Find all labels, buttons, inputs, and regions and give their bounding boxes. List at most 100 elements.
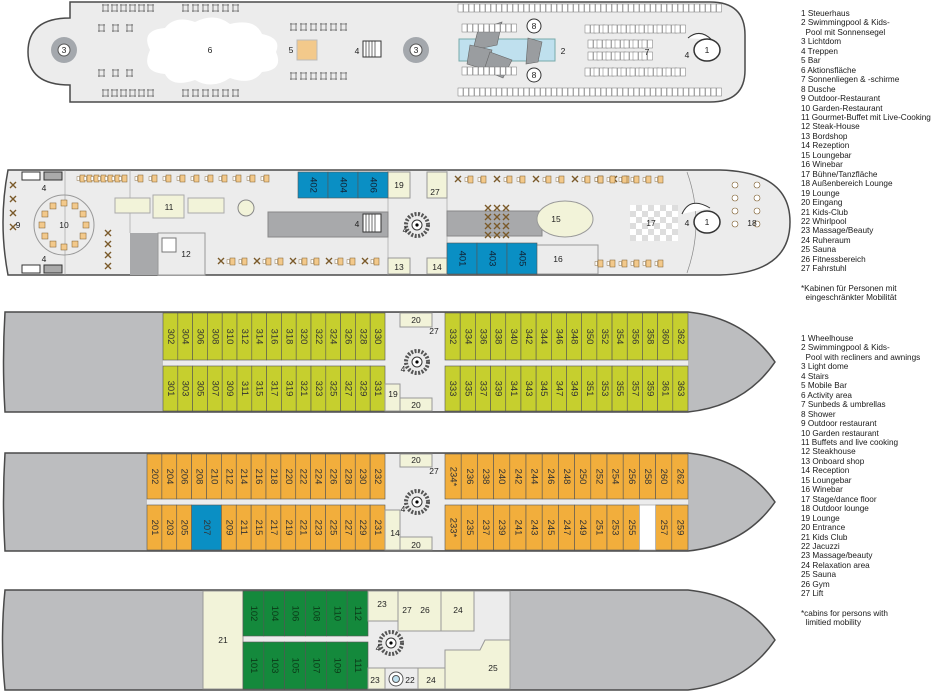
cabin-404[interactable]: 404 [327,171,359,199]
cabin-226[interactable]: 226 [325,453,341,500]
cabin-258[interactable]: 258 [639,453,656,500]
cabin-110[interactable]: 110 [326,590,348,637]
cabin-108[interactable]: 108 [305,590,327,637]
cabin-241[interactable]: 241 [509,504,527,551]
cabin-236[interactable]: 236 [460,453,478,500]
cabin-254[interactable]: 254 [606,453,624,500]
cabin-243[interactable]: 243 [525,504,543,551]
cabin-235[interactable]: 235 [460,504,478,551]
cabin-339[interactable]: 339 [490,365,507,412]
cabin-109[interactable]: 109 [326,641,348,690]
cabin-347[interactable]: 347 [551,365,567,412]
cabin-343[interactable]: 343 [520,365,537,412]
cabin-336[interactable]: 336 [475,312,491,361]
cabin-354[interactable]: 354 [611,312,628,361]
cabin-218[interactable]: 218 [265,453,282,500]
cabin-304[interactable]: 304 [177,312,193,361]
cabin-247[interactable]: 247 [558,504,575,551]
cabin-252[interactable]: 252 [590,453,608,500]
cabin-253[interactable]: 253 [606,504,624,551]
cabin-349[interactable]: 349 [566,365,582,412]
cabin-234[interactable]: 234* [444,453,462,500]
cabin-201[interactable]: 201 [146,504,163,551]
cabin-212[interactable]: 212 [221,453,237,500]
cabin-355[interactable]: 355 [611,365,628,412]
cabin-326[interactable]: 326 [340,312,356,361]
cabin-230[interactable]: 230 [354,453,371,500]
cabin-312[interactable]: 312 [236,312,253,361]
cabin-405[interactable]: 405 [506,242,538,275]
cabin-112[interactable]: 112 [346,590,369,637]
cabin-237[interactable]: 237 [477,504,494,551]
cabin-322[interactable]: 322 [310,312,327,361]
cabin-358[interactable]: 358 [642,312,658,361]
cabin-303[interactable]: 303 [177,365,193,412]
cabin-329[interactable]: 329 [355,365,371,412]
cabin-211[interactable]: 211 [235,504,252,551]
cabin-307[interactable]: 307 [207,365,223,412]
cabin-222[interactable]: 222 [295,453,311,500]
cabin-105[interactable]: 105 [284,641,306,690]
cabin-325[interactable]: 325 [325,365,341,412]
cabin-206[interactable]: 206 [176,453,192,500]
cabin-102[interactable]: 102 [242,590,265,637]
cabin-301[interactable]: 301 [162,365,179,412]
cabin-341[interactable]: 341 [505,365,522,412]
cabin-107[interactable]: 107 [305,641,327,690]
cabin-315[interactable]: 315 [251,365,267,412]
cabin-350[interactable]: 350 [581,312,598,361]
cabin-324[interactable]: 324 [325,312,341,361]
cabin-319[interactable]: 319 [281,365,297,412]
cabin-330[interactable]: 330 [369,312,386,361]
cabin-311[interactable]: 311 [236,365,253,412]
cabin-248[interactable]: 248 [558,453,575,500]
cabin-246[interactable]: 246 [541,453,559,500]
cabin-401[interactable]: 401 [446,242,478,275]
cabin-244[interactable]: 244 [525,453,543,500]
cabin-318[interactable]: 318 [281,312,297,361]
cabin-357[interactable]: 357 [626,365,643,412]
cabin-216[interactable]: 216 [250,453,267,500]
cabin-203[interactable]: 203 [161,504,178,551]
cabin-103[interactable]: 103 [263,641,285,690]
cabin-240[interactable]: 240 [493,453,511,500]
cabin-262[interactable]: 262 [671,453,689,500]
cabin-308[interactable]: 308 [207,312,223,361]
cabin-332[interactable]: 332 [444,312,461,361]
cabin-344[interactable]: 344 [535,312,552,361]
cabin-331[interactable]: 331 [369,365,386,412]
cabin-306[interactable]: 306 [192,312,208,361]
cabin-309[interactable]: 309 [221,365,238,412]
cabin-310[interactable]: 310 [221,312,238,361]
cabin-337[interactable]: 337 [475,365,491,412]
cabin-245[interactable]: 245 [541,504,559,551]
cabin-257[interactable]: 257 [655,504,673,551]
cabin-316[interactable]: 316 [266,312,282,361]
cabin-345[interactable]: 345 [535,365,552,412]
cabin-208[interactable]: 208 [191,453,207,500]
cabin-338[interactable]: 338 [490,312,507,361]
cabin-224[interactable]: 224 [310,453,326,500]
cabin-321[interactable]: 321 [295,365,312,412]
cabin-251[interactable]: 251 [590,504,608,551]
cabin-256[interactable]: 256 [622,453,640,500]
cabin-353[interactable]: 353 [596,365,613,412]
cabin-260[interactable]: 260 [655,453,673,500]
cabin-314[interactable]: 314 [251,312,267,361]
cabin-227[interactable]: 227 [340,504,356,551]
cabin-402[interactable]: 402 [297,171,329,199]
cabin-359[interactable]: 359 [642,365,658,412]
cabin-334[interactable]: 334 [459,312,476,361]
cabin-232[interactable]: 232 [369,453,386,500]
cabin-317[interactable]: 317 [266,365,282,412]
cabin-239[interactable]: 239 [493,504,511,551]
cabin-356[interactable]: 356 [626,312,643,361]
cabin-259[interactable]: 259 [671,504,689,551]
cabin-242[interactable]: 242 [509,453,527,500]
cabin-207[interactable]: 207 [191,504,222,551]
cabin-360[interactable]: 360 [657,312,674,361]
cabin-362[interactable]: 362 [672,312,689,361]
cabin-104[interactable]: 104 [263,590,285,637]
cabin-111[interactable]: 111 [346,641,369,690]
cabin-228[interactable]: 228 [340,453,356,500]
